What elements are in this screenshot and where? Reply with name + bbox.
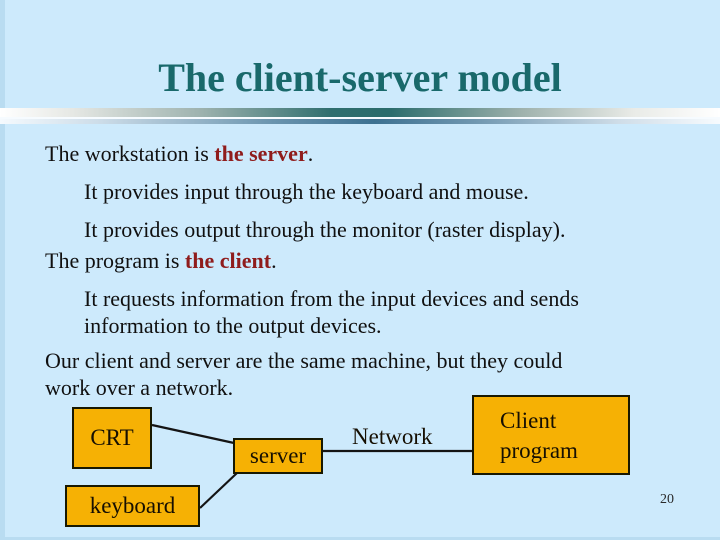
keyboard-box: keyboard [65,485,200,527]
client-program-box: Client program [472,395,630,475]
paragraph-workstation: The workstation is the server. [45,140,313,167]
crt-box: CRT [72,407,152,469]
server-highlight: the server [214,141,308,166]
paragraph-text: . [307,141,314,166]
paragraph-line: It requests information from the input d… [84,286,579,311]
paragraph-line: work over a network. [45,375,234,400]
server-box-label: server [249,443,307,468]
paragraph-text: . [271,248,277,273]
page-number: 20 [660,492,674,507]
divider-bottom-bar [0,119,720,124]
paragraph-requests: It requests information from the input d… [84,285,579,339]
crt-to-server-line [151,423,235,445]
paragraph-text: The program is [45,248,185,273]
keyboard-to-server-line [199,472,238,509]
page-title: The client-server model [158,55,562,100]
server-box: server [233,438,323,474]
bottom-edge-strip [0,537,720,540]
client-program-label-line2: program [500,438,578,463]
keyboard-box-label: keyboard [89,493,176,518]
title-divider [0,108,720,124]
crt-box-label: CRT [90,425,134,450]
paragraph-program: The program is the client. [45,247,277,274]
network-label: Network [352,424,433,449]
divider-top-bar [0,108,720,117]
paragraph-output: It provides output through the monitor (… [84,217,566,242]
paragraph-line: information to the output devices. [84,313,382,338]
client-program-label-line1: Client [500,408,557,433]
divider-gap [0,117,720,119]
paragraph-line: Our client and server are the same machi… [45,348,563,373]
paragraph-input: It provides input through the keyboard a… [84,179,529,204]
paragraph-same-machine: Our client and server are the same machi… [45,347,562,401]
left-edge-strip [0,0,5,540]
paragraph-text: The workstation is [45,141,215,166]
client-highlight: the client [184,248,272,273]
